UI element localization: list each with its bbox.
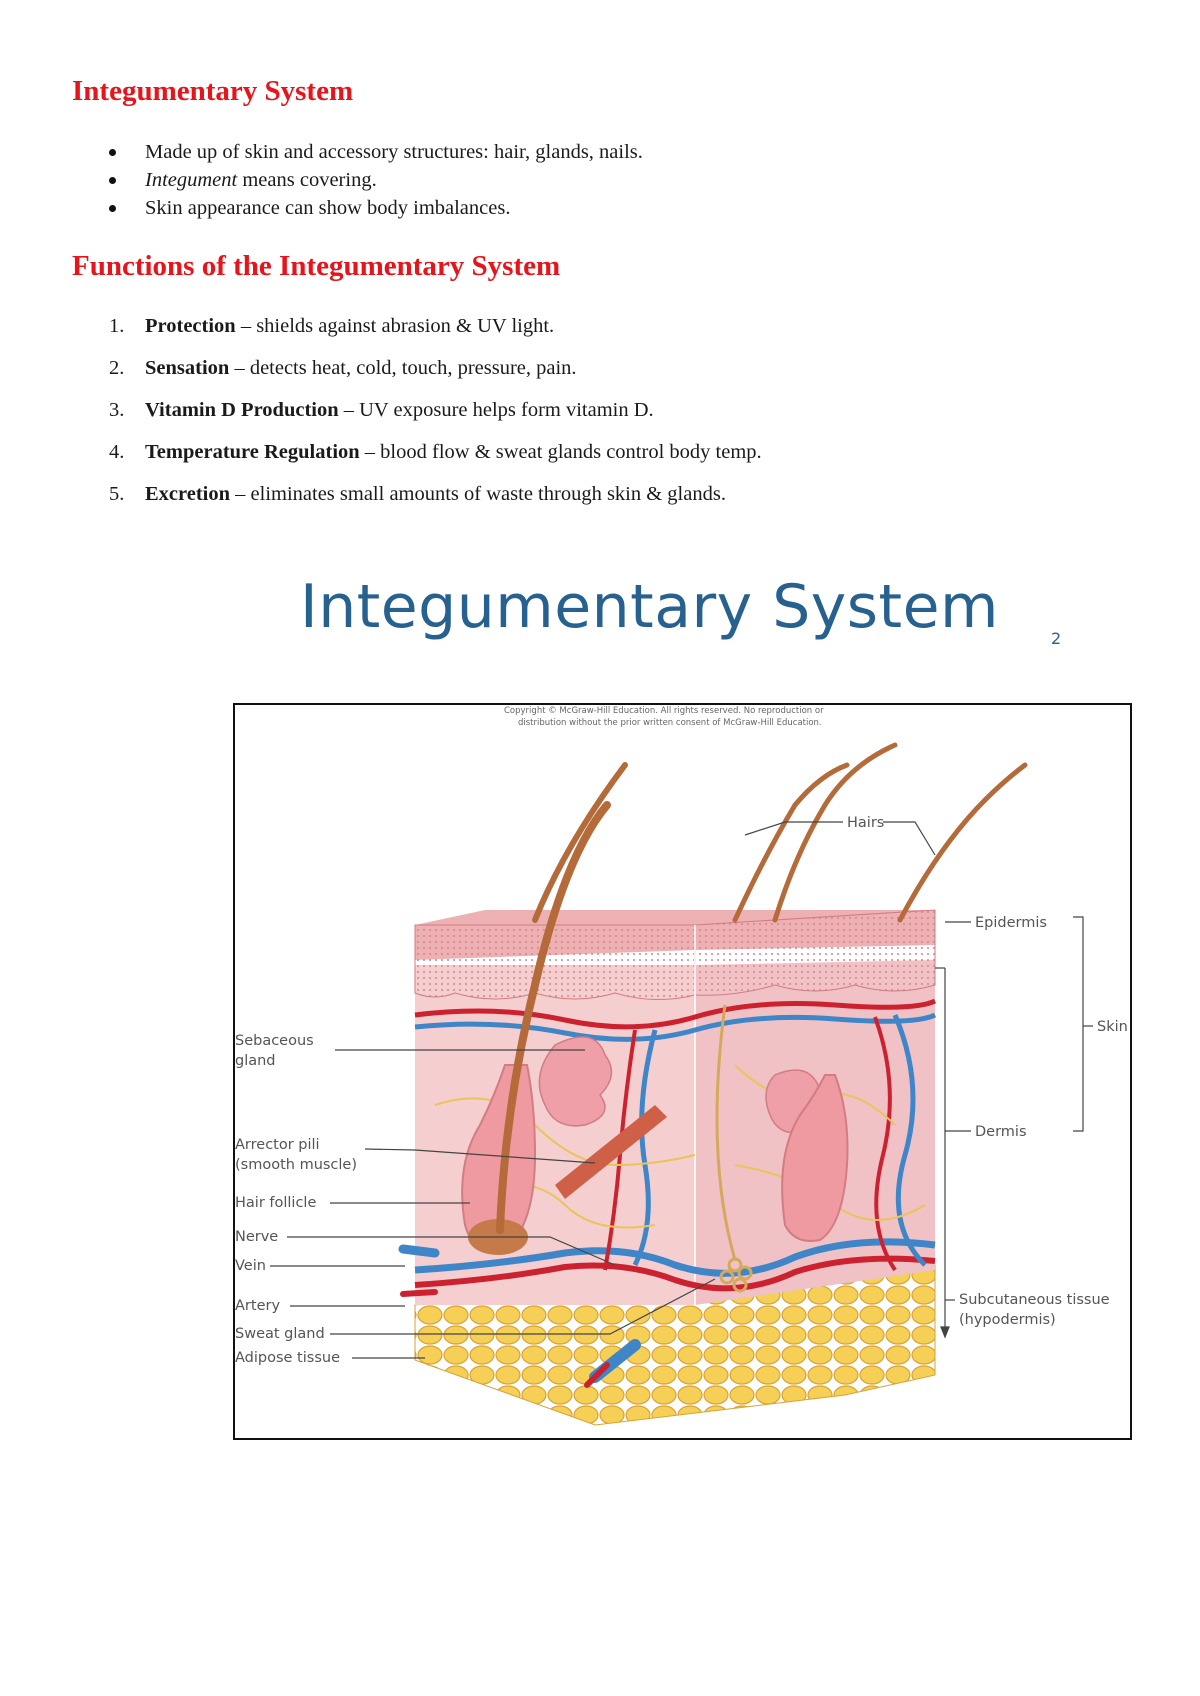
vertical-artery-1 [603, 1029, 637, 1271]
label-sweat-gland: Sweat gland [235, 1326, 325, 1342]
epidermis-layer [414, 924, 696, 1000]
vertical-artery-2 [873, 1016, 897, 1272]
function-item-temperature: 4.Temperature Regulation – blood flow & … [109, 441, 762, 463]
leader-lines-right [744, 821, 1093, 1339]
page-heading-integumentary-system: Integumentary System [72, 75, 354, 107]
copyright-line-2: distribution without the prior written c… [518, 718, 822, 728]
copyright-line-1: Copyright © McGraw-Hill Education. All r… [504, 706, 824, 716]
label-sebaceous-1: Sebaceous [235, 1033, 314, 1049]
function-item-protection: 1.Protection – shields against abrasion … [109, 315, 555, 337]
bullet-icon [109, 205, 116, 212]
nerve-fibers [434, 1064, 926, 1229]
label-hair-follicle: Hair follicle [235, 1195, 316, 1211]
figure-title: Integumentary System [300, 572, 999, 642]
label-vein: Vein [235, 1258, 266, 1274]
deep-vein [414, 1238, 936, 1277]
deep-artery [414, 1255, 936, 1292]
label-hairs: Hairs [847, 815, 884, 831]
hair-follicle-2 [781, 1074, 849, 1242]
function-item-vitamin-d: 3.Vitamin D Production – UV exposure hel… [109, 399, 654, 421]
hair-shaft-main [496, 801, 611, 1234]
label-artery: Artery [235, 1298, 280, 1314]
label-epidermis: Epidermis [975, 915, 1047, 931]
label-dermis: Dermis [975, 1124, 1027, 1140]
arrector-pili-muscle [555, 1105, 667, 1199]
skin-diagram-figure: Copyright © McGraw-Hill Education. All r… [233, 703, 1132, 1440]
bullet-icon [109, 177, 116, 184]
vein-stub [398, 1244, 440, 1258]
bottom-artery-stub [584, 1362, 610, 1388]
label-skin: Skin [1097, 1019, 1128, 1035]
hair-4 [772, 742, 898, 923]
sebaceous-gland [538, 1036, 613, 1127]
list-item: Made up of skin and accessory structures… [105, 138, 643, 166]
artery-stub [400, 1289, 438, 1297]
hair-3 [897, 762, 1028, 923]
function-item-sensation: 2.Sensation – detects heat, cold, touch,… [109, 357, 577, 379]
list-item: Skin appearance can show body imbalances… [105, 194, 643, 222]
label-arrector-pili-2: (smooth muscle) [235, 1157, 357, 1173]
leader-lines-left [270, 1049, 716, 1359]
label-subcutaneous-1: Subcutaneous tissue [959, 1292, 1110, 1308]
bullet-icon [109, 149, 116, 156]
vertical-vein-2 [892, 1014, 927, 1267]
vertical-vein-1 [632, 1029, 658, 1267]
list-item: Integument means covering. [105, 166, 643, 194]
functions-numbered-list: 1.Protection – shields against abrasion … [105, 315, 762, 525]
intro-bullet-list: Made up of skin and accessory structures… [105, 138, 643, 222]
figure-title-number: 2 [1051, 629, 1062, 648]
label-arrector-pili-1: Arrector pili [235, 1137, 320, 1153]
label-nerve: Nerve [235, 1229, 278, 1245]
skin-cross-section-illustration: Copyright © McGraw-Hill Education. All r… [235, 706, 1128, 1426]
sweat-gland [715, 1004, 753, 1293]
label-adipose-tissue: Adipose tissue [235, 1350, 340, 1366]
section-heading-functions: Functions of the Integumentary System [72, 250, 561, 282]
epidermis-side-layer [694, 909, 936, 996]
hair-1 [532, 762, 628, 923]
vein-plexus [414, 1012, 937, 1042]
function-item-excretion: 5.Excretion – eliminates small amounts o… [109, 483, 726, 505]
artery-plexus [414, 998, 937, 1030]
label-subcutaneous-2: (hypodermis) [959, 1312, 1056, 1328]
label-sebaceous-2: gland [235, 1053, 276, 1069]
hair-2 [732, 762, 850, 923]
